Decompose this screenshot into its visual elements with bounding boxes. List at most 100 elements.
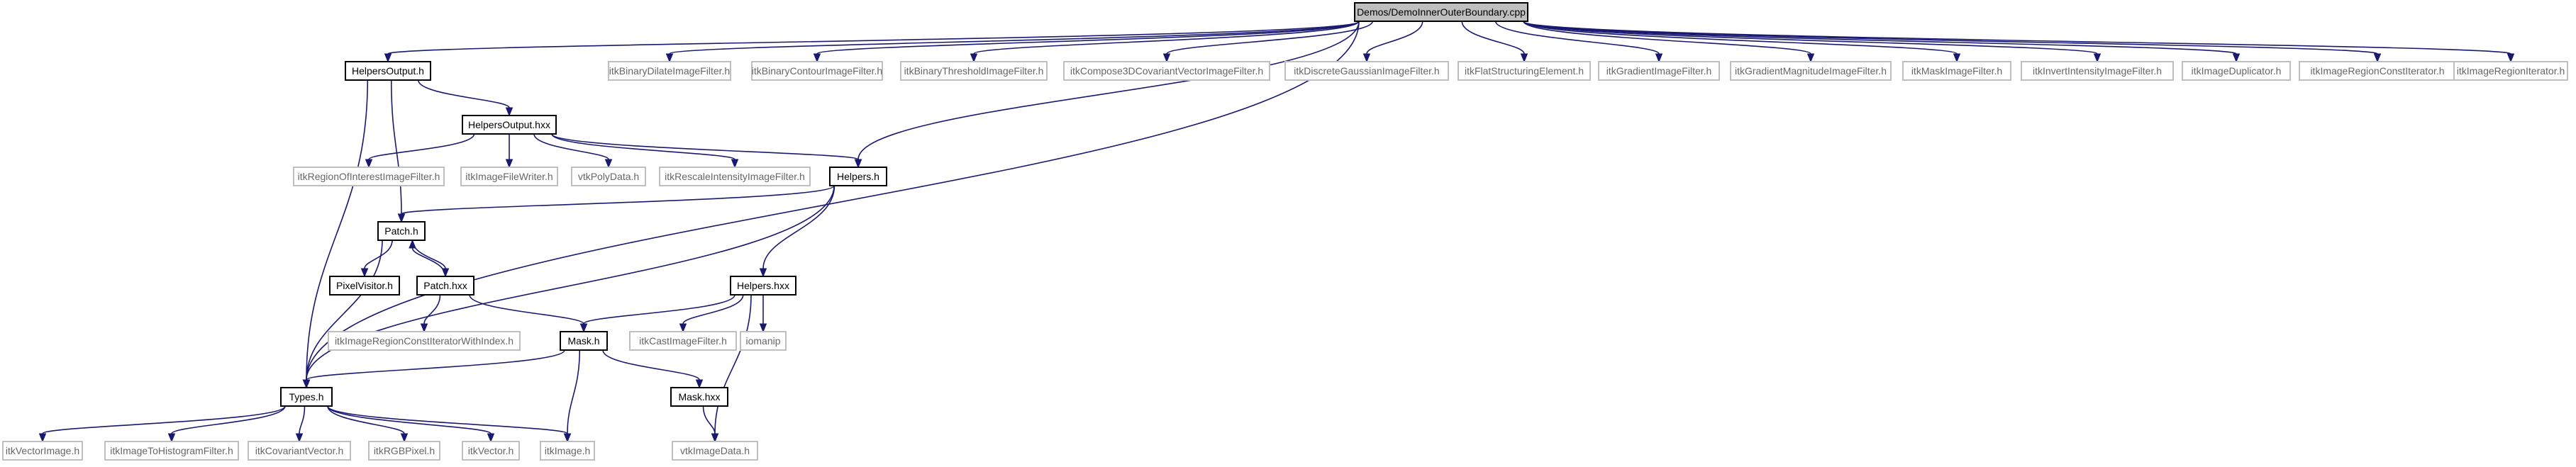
arrowhead-icon [731,159,739,169]
node-box [829,167,887,186]
edge-line [762,185,835,269]
node-itkImage: itkImage.h [540,441,595,461]
arrowhead-icon [360,268,369,278]
node-box [2453,61,2568,81]
node-label: HelpersOutput.h [352,65,424,77]
node-label: itkRescaleIntensityImageFilter.h [665,171,805,182]
node-itkGradientMagnitude: itkGradientMagnitudeImageFilter.h [1730,61,1892,81]
arrowhead-icon [1953,53,1961,63]
arrowhead-icon [665,53,674,63]
node-label: itkMaskImageFilter.h [1911,65,2002,77]
edge-line [1523,21,2511,55]
edge-helpers_hxx-to-vtkImageData [711,294,752,443]
node-label: itkImageRegionConstIteratorWithIndex.h [335,335,513,347]
node-itkCompose3D: itkCompose3DCovariantVectorImageFilter.h [1063,61,1270,81]
node-itkImageRegionIterator: itkImageRegionIterator.h [2453,61,2568,81]
node-box [1284,61,1449,81]
edge-line [1523,21,1958,55]
arrowhead-icon [487,433,495,443]
node-label: PixelVisitor.h [336,280,393,291]
node-patch_h[interactable]: Patch.h [377,221,426,241]
nodes-layer: Demos/DemoInnerOuterBoundary.cppHelpersO… [2,2,2568,461]
arrowhead-icon [1162,53,1171,63]
edge-line [551,133,735,160]
edge-mask_hxx-to-vtkImageData [702,405,719,443]
edge-line [669,21,1360,55]
node-box [1354,2,1528,22]
node-box [368,441,440,461]
node-box [672,441,758,461]
node-box [1730,61,1892,81]
node-itkImageDuplicator: itkImageDuplicator.h [2182,61,2291,81]
arrowhead-icon [400,433,409,443]
arrowhead-icon [604,159,613,169]
edge-line [306,79,369,381]
edge-helpersoutput_hxx-to-helpers_h [551,133,862,169]
node-label: itkImageToHistogramFilter.h [110,445,233,456]
edge-root-to-itkMaskImage [1523,21,1961,63]
node-label: itkBinaryContourImageFilter.h [752,65,882,77]
node-box [293,167,445,186]
node-label: Types.h [289,391,323,403]
arrowhead-icon [759,268,767,278]
node-helpers_hxx[interactable]: Helpers.hxx [730,276,796,296]
edge-line [551,133,859,160]
node-label: itkRegionOfInterestImageFilter.h [298,171,440,182]
node-pixelvisitor_h[interactable]: PixelVisitor.h [329,276,400,296]
edge-line [567,349,581,434]
node-box [751,61,883,81]
edge-line [411,247,446,277]
edge-line [1366,21,1423,55]
node-label: itkInvertIntensityImageFilter.h [2033,65,2162,77]
edge-helpers_hxx-to-iomanip [759,295,767,333]
node-itkDiscreteGaussian: itkDiscreteGaussianImageFilter.h [1284,61,1449,81]
node-itkMaskImage: itkMaskImageFilter.h [1902,61,2011,81]
arrowhead-icon [813,53,821,63]
edge-types_h-to-itkRGBPixel [327,405,409,443]
node-box [571,167,646,186]
node-label: Helpers.hxx [737,280,789,291]
node-mask_hxx[interactable]: Mask.hxx [670,387,728,407]
node-helpersoutput_h[interactable]: HelpersOutput.h [345,61,431,81]
edge-mask_h-to-itkImage [563,349,581,443]
node-label: itkFlatStructuringElement.h [1465,65,1584,77]
edge-line [390,79,402,215]
arrowhead-icon [505,107,513,117]
edge-line [327,405,405,434]
arrowhead-icon [2093,53,2102,63]
node-label: vtkPolyData.h [578,171,639,182]
node-label: itkCovariantVector.h [255,445,344,456]
arrowhead-icon [695,379,704,389]
node-itkImageToHistogram: itkImageToHistogramFilter.h [104,441,239,461]
arrowhead-icon [970,53,978,63]
node-patch_hxx[interactable]: Patch.hxx [416,276,474,296]
node-label: itkGradientImageFilter.h [1606,65,1712,77]
node-label: itkDiscreteGaussianImageFilter.h [1294,65,1439,77]
edge-root-to-itkBinaryThreshold [970,21,1360,63]
edge-types_h-to-itkCovariantVector [295,405,306,443]
arrowhead-icon [420,323,428,333]
node-iomanip: iomanip [740,331,787,351]
edge-line [973,21,1360,55]
node-vtkImageData: vtkImageData.h [672,441,758,461]
node-types_h[interactable]: Types.h [280,387,333,407]
node-itkBinaryThreshold: itkBinaryThresholdImageFilter.h [900,61,1048,81]
edge-line [1523,21,2378,55]
node-box [1063,61,1270,81]
node-label: Mask.h [567,335,599,347]
node-box [460,167,558,186]
node-helpers_h[interactable]: Helpers.h [829,167,887,186]
node-box [540,441,595,461]
edge-line [1166,21,1374,55]
arrowhead-icon [563,433,572,443]
node-label: itkImage.h [545,445,591,456]
node-box [248,441,351,461]
edge-helpersoutput_hxx-to-itkImageFileWriter [505,133,513,169]
node-box [377,221,426,241]
node-itkImageRegionConstIterator: itkImageRegionConstIterator.h [2299,61,2456,81]
edge-line [306,240,383,381]
edge-root-to-helpersoutput_h [384,21,1360,63]
node-helpersoutput_hxx[interactable]: HelpersOutput.hxx [462,115,557,135]
arrowhead-icon [384,53,392,63]
node-mask_h[interactable]: Mask.h [560,331,608,351]
